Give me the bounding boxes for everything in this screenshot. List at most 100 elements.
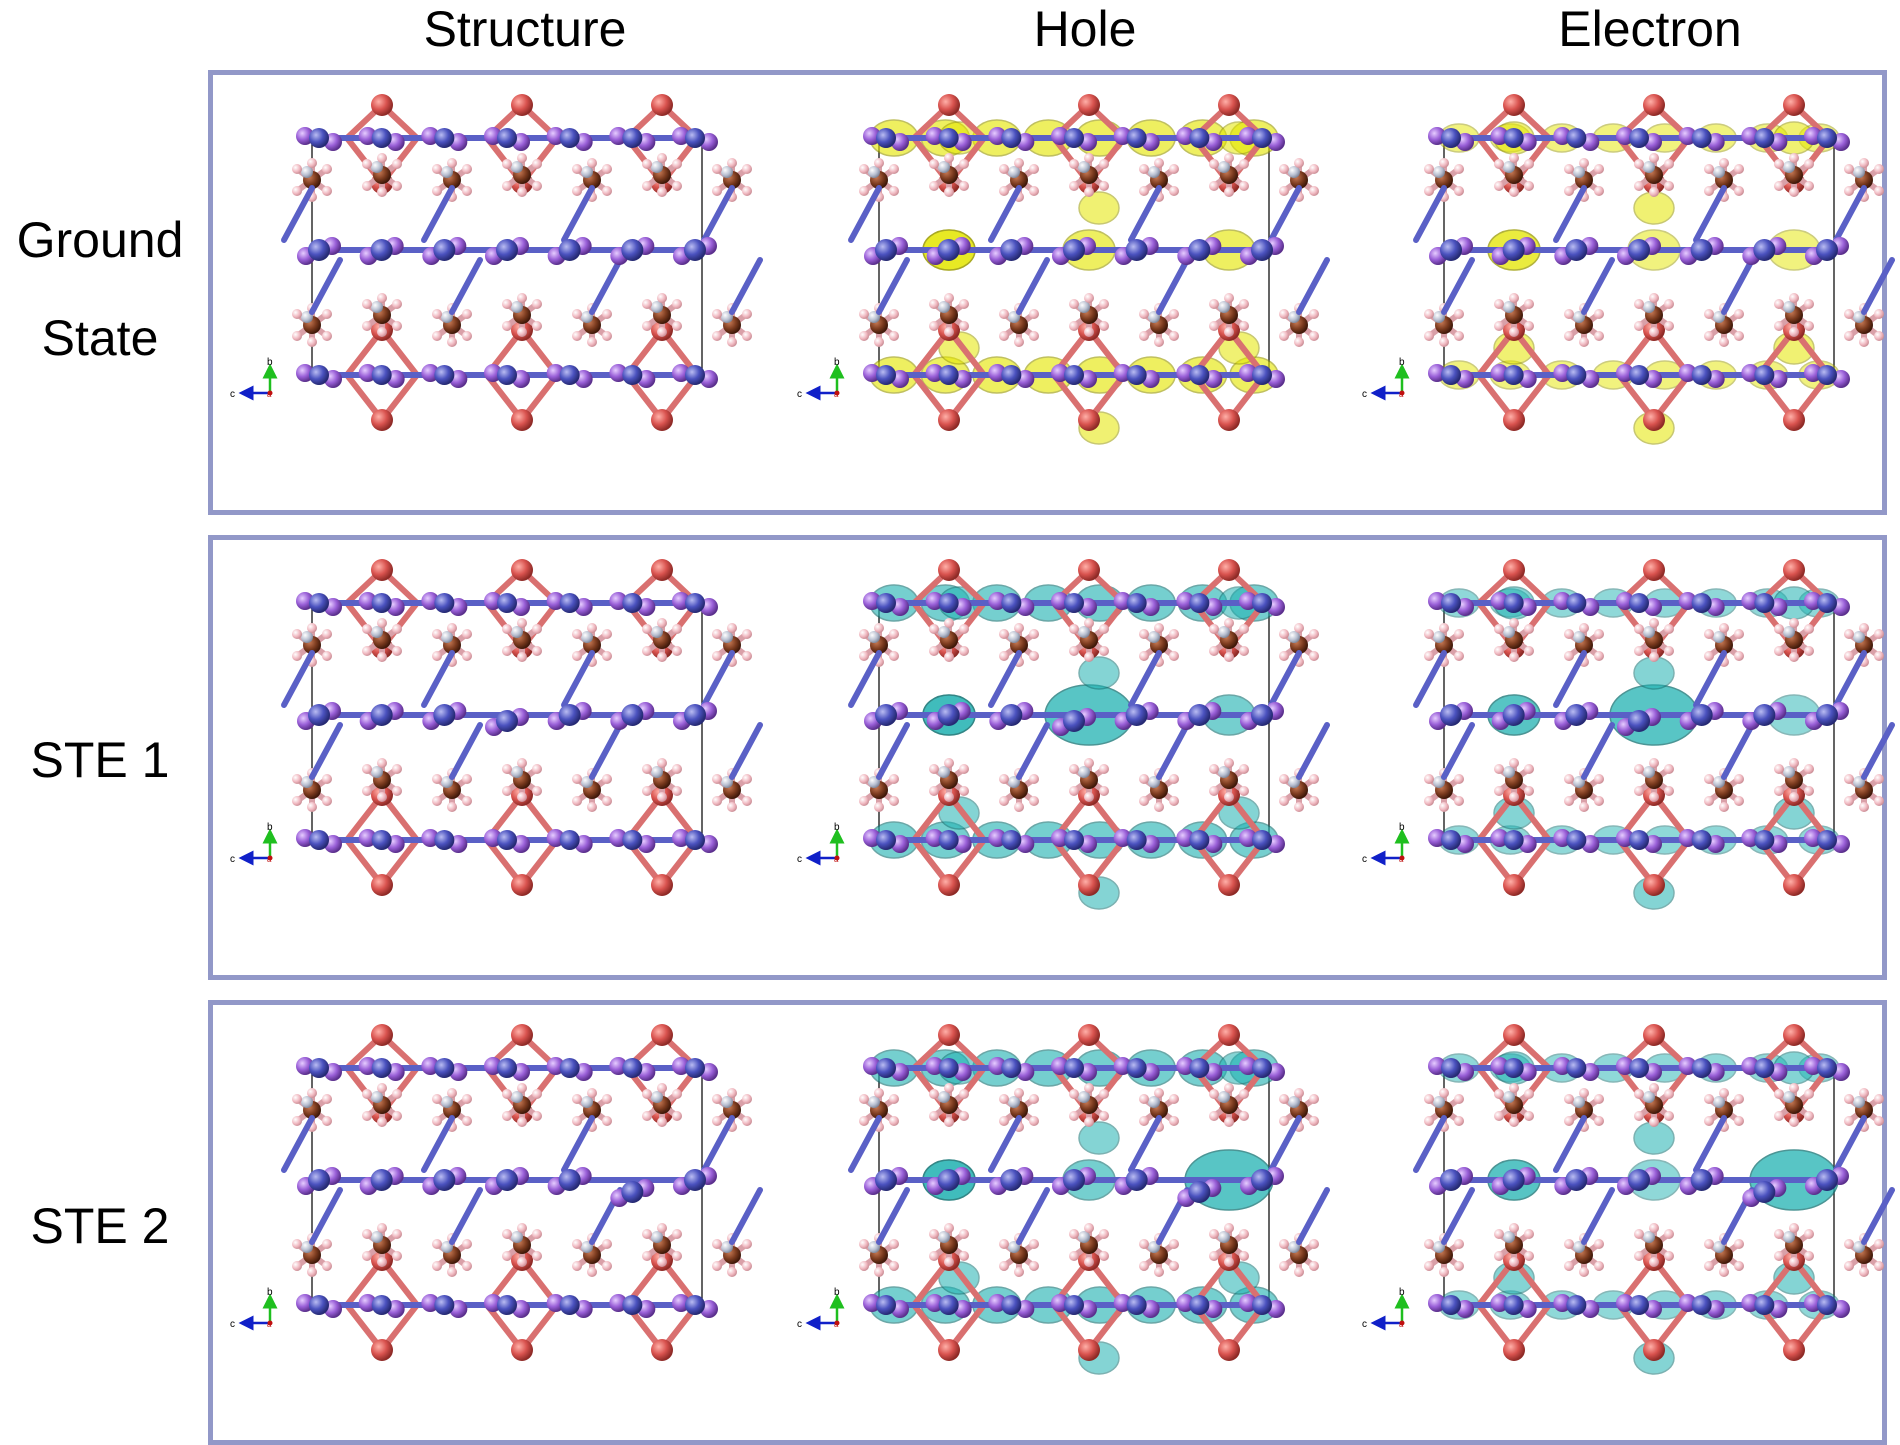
blue-atom	[1064, 593, 1084, 613]
pink-atom	[1439, 1267, 1449, 1277]
pink-atom	[587, 337, 597, 347]
pink-atom	[1279, 1116, 1289, 1126]
pink-atom	[1594, 1239, 1604, 1249]
pink-atom	[532, 181, 542, 191]
pink-atom	[377, 153, 387, 163]
pink-atom	[727, 1267, 737, 1277]
pink-atom	[1509, 1083, 1519, 1093]
grey-atom	[301, 1096, 313, 1108]
grey-atom	[1503, 626, 1515, 638]
pink-atom	[1099, 646, 1109, 656]
pink-atom	[889, 651, 899, 661]
red-atom	[1218, 559, 1240, 581]
bond	[281, 650, 315, 708]
grey-atom	[581, 1096, 593, 1108]
red-atom	[938, 874, 960, 896]
blue-atom	[1565, 239, 1588, 261]
pink-atom	[292, 651, 302, 661]
pink-atom	[432, 186, 442, 196]
pink-atom	[1719, 802, 1729, 812]
pink-atom	[1424, 186, 1434, 196]
pink-atom	[999, 186, 1009, 196]
bond	[1128, 185, 1162, 243]
grey-atom	[1218, 301, 1230, 313]
pink-atom	[1649, 792, 1659, 802]
pink-atom	[1084, 1223, 1094, 1233]
blue-atom	[370, 239, 393, 261]
pink-atom	[889, 164, 899, 174]
pink-atom	[1424, 1094, 1434, 1104]
pink-atom	[1494, 646, 1504, 656]
column-header-electron: Electron	[1558, 1, 1742, 57]
grey-atom	[1288, 631, 1300, 643]
pink-atom	[1029, 1094, 1039, 1104]
pink-atom	[587, 802, 597, 812]
pink-atom	[1579, 802, 1589, 812]
pink-atom	[1774, 764, 1784, 774]
pink-atom	[1494, 786, 1504, 796]
grey-atom	[581, 166, 593, 178]
grey-atom	[301, 166, 313, 178]
pink-atom	[1139, 651, 1149, 661]
blue-atom	[1502, 239, 1525, 261]
blue-atom	[309, 365, 329, 385]
grey-atom	[868, 1096, 880, 1108]
row-label-ste-2: STE 2	[0, 1196, 200, 1256]
pink-atom	[1874, 1094, 1884, 1104]
pink-atom	[432, 629, 442, 639]
grey-atom	[721, 166, 733, 178]
blue-atom	[1691, 1058, 1712, 1078]
pink-atom	[532, 159, 542, 169]
blue-atom	[1754, 1295, 1775, 1315]
pink-atom	[1649, 1117, 1659, 1127]
pink-atom	[1804, 1251, 1814, 1261]
pink-atom	[1309, 651, 1319, 661]
red-atom	[1643, 1024, 1665, 1046]
pink-atom	[929, 764, 939, 774]
bond	[561, 1115, 595, 1173]
red-atom	[1783, 1339, 1805, 1361]
blue-atom	[622, 593, 643, 613]
pink-atom	[392, 299, 402, 309]
blue-atom	[309, 128, 329, 148]
pink-atom	[1224, 1083, 1234, 1093]
pink-atom	[1509, 293, 1519, 303]
pink-atom	[1664, 321, 1674, 331]
grey-atom	[938, 766, 950, 778]
pink-atom	[572, 1239, 582, 1249]
pink-atom	[292, 1261, 302, 1271]
blue-atom	[622, 830, 643, 850]
pink-atom	[742, 1094, 752, 1104]
pink-atom	[587, 1267, 597, 1277]
bond	[1296, 1187, 1330, 1245]
bond	[701, 650, 735, 708]
pink-atom	[944, 652, 954, 662]
pink-atom	[1494, 181, 1504, 191]
pink-atom	[1844, 186, 1854, 196]
pink-atom	[1664, 1251, 1674, 1261]
bond	[1128, 1115, 1162, 1173]
pink-atom	[672, 786, 682, 796]
pink-atom	[1844, 164, 1854, 174]
axis-a-dot	[1399, 1320, 1405, 1326]
blue-atom	[684, 1169, 706, 1191]
pink-atom	[462, 331, 472, 341]
pink-atom	[1239, 1089, 1249, 1099]
pink-atom	[1454, 1261, 1464, 1271]
blue-atom	[1064, 1058, 1084, 1078]
blue-atom	[1441, 128, 1461, 148]
axis-label-a: a	[834, 855, 839, 864]
pink-atom	[1069, 321, 1079, 331]
blue-atom	[371, 1058, 392, 1078]
grey-atom	[1433, 1096, 1445, 1108]
blue-atom	[622, 128, 643, 148]
blue-atom	[621, 704, 644, 726]
pink-atom	[1169, 796, 1179, 806]
pink-atom	[447, 158, 457, 168]
pink-atom	[377, 758, 387, 768]
pink-atom	[1294, 802, 1304, 812]
blue-atom	[558, 704, 581, 726]
pink-atom	[1424, 331, 1434, 341]
pink-atom	[377, 1083, 387, 1093]
pink-atom	[712, 1094, 722, 1104]
